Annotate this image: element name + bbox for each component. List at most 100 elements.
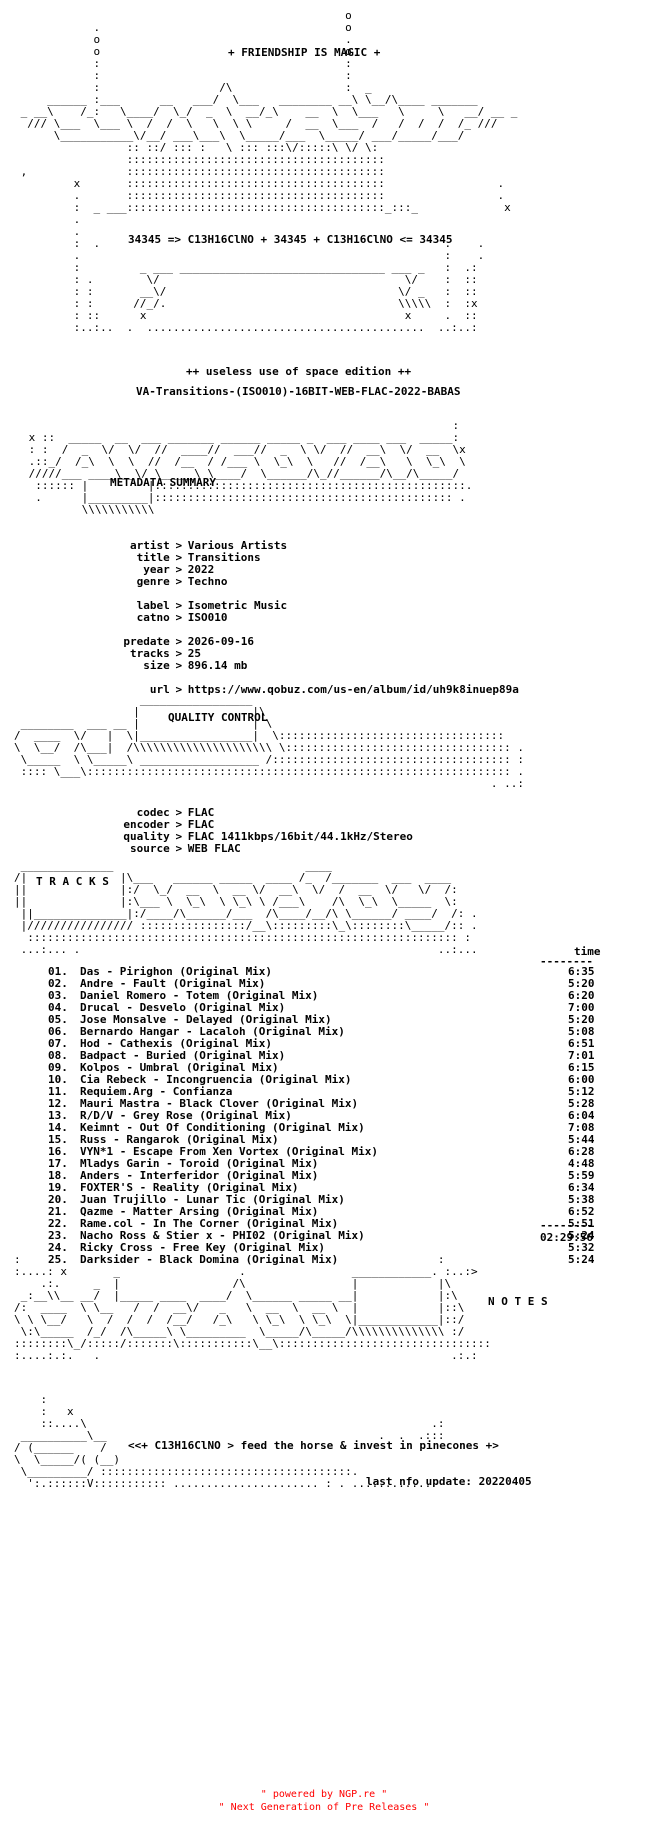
footer: " powered by NGP.re " " Next Generation … xyxy=(0,1788,648,1814)
track-number: 06. xyxy=(48,1025,68,1038)
codec-label: codec xyxy=(136,806,170,819)
track-duration: 5:20 xyxy=(568,1013,595,1026)
title-value: Transitions xyxy=(187,551,261,564)
source-row: source>WEB FLAC xyxy=(0,831,413,855)
metadata-block: artist>Various Artists title>Transitions… xyxy=(0,528,519,696)
closing-ascii-art: : : x ::....\ .: __________\__ . . .::: … xyxy=(14,1393,445,1490)
track-duration: 6:15 xyxy=(568,1061,595,1074)
year-label: year xyxy=(143,563,170,576)
title-label: title xyxy=(136,551,170,564)
notes-banner-art: : : :....: x _ . ____________. :..:> .:.… xyxy=(14,1253,491,1362)
track-number: 24. xyxy=(48,1241,68,1254)
track-number: 23. xyxy=(48,1229,68,1242)
track-row: 07.Hod - Cathexis (Original Mix)6:51 xyxy=(0,1038,648,1050)
notes-section-title: N O T E S xyxy=(488,1295,548,1308)
time-header-underline: -------- xyxy=(540,955,593,968)
tracks-section-title: T R A C K S xyxy=(36,875,109,888)
track-title: R/D/V - Grey Rose (Original Mix) xyxy=(80,1109,292,1122)
track-number: 25. xyxy=(48,1253,68,1266)
track-number: 17. xyxy=(48,1157,68,1170)
genre-row: genre>Techno xyxy=(0,564,519,588)
track-duration: 5:20 xyxy=(568,977,595,990)
quality-section-title: QUALITY CONTROL xyxy=(168,711,268,724)
track-number: 14. xyxy=(48,1121,68,1134)
formula: 34345 => C13H16ClNO + 34345 + C13H16ClNO… xyxy=(128,233,453,246)
artist-row: artist>Various Artists xyxy=(0,528,519,552)
track-row: 06. Bernardo Hangar - Lacaloh (Original M… xyxy=(0,1026,648,1038)
track-title: VYN*1 - Escape From Xen Vortex (Original… xyxy=(80,1145,379,1158)
track-row: 01.Das - Pirighon (Original Mix)6:35 xyxy=(0,966,648,978)
track-number: 08. xyxy=(48,1049,68,1062)
track-title: Mladys Garin - Toroid (Original Mix) xyxy=(80,1157,319,1170)
track-row: 22.Rame.col - In The Corner (Original Mi… xyxy=(0,1218,648,1230)
closing-slogan: <<+ C13H16ClNO > feed the horse & invest… xyxy=(128,1439,499,1452)
track-title: Darksider - Black Domina (Original Mix) xyxy=(80,1253,339,1266)
track-title: Juan Trujillo - Lunar Tic (Original Mix) xyxy=(80,1193,345,1206)
url-link[interactable]: https://www.qobuz.com/us-en/album/id/uh9… xyxy=(187,683,519,696)
track-title: Das - Pirighon (Original Mix) xyxy=(80,965,273,978)
track-row: 10.Cia Rebeck - Incongruencia (Original … xyxy=(0,1074,648,1086)
track-row: 14. Keimnt - Out Of Conditioning (Origina… xyxy=(0,1122,648,1134)
genre-label: genre xyxy=(136,575,170,588)
track-row: 04.Drucal - Desvelo (Original Mix)7:00 xyxy=(0,1002,648,1014)
label-label: label xyxy=(136,599,170,612)
track-row: 23.Nacho Ross & Stier x - PHI02 (Origina… xyxy=(0,1230,648,1242)
track-duration: 6:28 xyxy=(568,1145,595,1158)
footer-powered-by[interactable]: " powered by NGP.re " xyxy=(260,1789,388,1800)
track-duration: 5:28 xyxy=(568,1097,595,1110)
url-label: url xyxy=(149,683,170,696)
track-row: 15.Russ - Rangarok (Original Mix)5:44 xyxy=(0,1134,648,1146)
track-title: Cia Rebeck - Incongruencia (Original Mix… xyxy=(80,1073,352,1086)
tracks-label: tracks xyxy=(130,647,170,660)
track-duration: 7:08 xyxy=(568,1121,595,1134)
footer-tagline: " Next Generation of Pre Releases " xyxy=(218,1802,430,1813)
track-title: Bernardo Hangar - Lacaloh (Original Mix) xyxy=(80,1025,345,1038)
track-number: 05. xyxy=(48,1013,68,1026)
tracks-row: tracks>25 xyxy=(0,636,519,660)
track-row: 09.Kolpos - Umbral (Original Mix)6:15 xyxy=(0,1062,648,1074)
size-value: 896.14 mb xyxy=(187,659,248,672)
track-duration: 6:34 xyxy=(568,1181,595,1194)
track-duration: 7:01 xyxy=(568,1049,595,1062)
track-row: 08. Badpact - Buried (Original Mix) 7:01 xyxy=(0,1050,648,1062)
header-ascii-art: o . o o . o o : xyxy=(20,9,518,334)
track-duration: 6:00 xyxy=(568,1073,595,1086)
track-title: FOXTER'S - Reality (Original Mix) xyxy=(80,1181,299,1194)
track-number: 11. xyxy=(48,1085,68,1098)
track-duration: 5:51 xyxy=(568,1217,595,1230)
track-row: 02.Andre - Fault (Original Mix)5:20 xyxy=(0,978,648,990)
quality-label: quality xyxy=(123,830,170,843)
track-number: 03. xyxy=(48,989,68,1002)
tracks-value: 25 xyxy=(187,647,201,660)
track-number: 16. xyxy=(48,1145,68,1158)
track-row: 16. VYN*1 - Escape From Xen Vortex (Origi… xyxy=(0,1146,648,1158)
track-title: Keimnt - Out Of Conditioning (Original M… xyxy=(80,1121,365,1134)
track-duration: 5:32 xyxy=(568,1241,595,1254)
codec-row: codec>FLAC xyxy=(0,795,413,819)
track-number: 19. xyxy=(48,1181,68,1194)
predate-value: 2026-09-16 xyxy=(187,635,254,648)
track-number: 18. xyxy=(48,1169,68,1182)
metadata-section-title: METADATA SUMMARY xyxy=(110,476,216,489)
track-duration: 5:24 xyxy=(568,1229,595,1242)
metadata-banner-art: : x :: _____ __ ___ _______ ______ _____… xyxy=(28,419,473,516)
track-duration: 6:35 xyxy=(568,965,595,978)
track-duration: 5:59 xyxy=(568,1169,595,1182)
track-number: 07. xyxy=(48,1037,68,1050)
year-value: 2022 xyxy=(187,563,215,576)
edition-line: ++ useless use of space edition ++ xyxy=(186,365,412,378)
source-value: WEB FLAC xyxy=(187,842,241,855)
predate-row: predate>2026-09-16 xyxy=(0,624,519,648)
artist-value: Various Artists xyxy=(187,539,288,552)
track-title: Mauri Mastra - Black Clover (Original Mi… xyxy=(80,1097,359,1110)
track-title: Badpact - Buried (Original Mix) xyxy=(80,1049,286,1062)
quality-value: FLAC 1411kbps/16bit/44.1kHz/Stereo xyxy=(187,830,413,843)
track-row: 05.Jose Monsalve - Delayed (Original Mix… xyxy=(0,1014,648,1026)
track-number: 09. xyxy=(48,1061,68,1074)
track-duration: 5:38 xyxy=(568,1193,595,1206)
track-duration: 5:08 xyxy=(568,1025,595,1038)
predate-label: predate xyxy=(123,635,170,648)
track-title: Russ - Rangarok (Original Mix) xyxy=(80,1133,279,1146)
url-row: url>https://www.qobuz.com/us-en/album/id… xyxy=(0,672,519,696)
